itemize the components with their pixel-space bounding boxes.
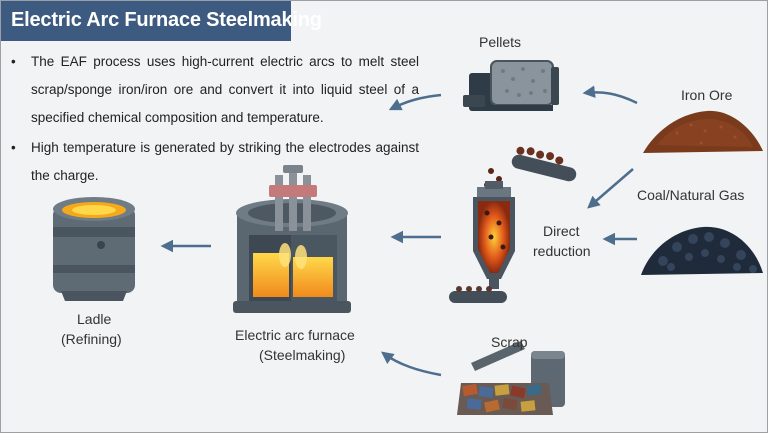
label-ladle-line2: (Refining) — [61, 331, 122, 347]
flow-arrow-icon — [587, 168, 634, 209]
label-eaf-line1: Electric arc furnace — [235, 327, 355, 343]
flow-arrows — [160, 85, 638, 377]
bullet-item: • The EAF process uses high-current elec… — [11, 48, 421, 132]
label-ladle-line1: Ladle — [77, 311, 112, 327]
shaft-furnace-icon — [449, 146, 577, 303]
flow-arrow-icon — [380, 351, 442, 377]
bullet-item: • High temperature is generated by strik… — [11, 134, 421, 190]
label-coal-natural-gas: Coal/Natural Gas — [637, 187, 745, 203]
label-scrap: Scrap — [491, 334, 528, 350]
ladle-icon — [53, 197, 135, 301]
scrap-bin-icon — [457, 341, 565, 415]
label-direct-reduction-line2: reduction — [533, 243, 591, 259]
bullet-dot: • — [11, 140, 16, 155]
electric-arc-furnace-icon — [233, 165, 351, 313]
flow-arrow-icon — [582, 85, 638, 105]
label-iron-ore: Iron Ore — [681, 87, 733, 103]
bullet-text: The EAF process uses high-current electr… — [31, 54, 419, 125]
label-direct-reduction-line1: Direct — [543, 223, 580, 239]
bullet-text: High temperature is generated by strikin… — [31, 140, 419, 183]
slide-title: Electric Arc Furnace Steelmaking — [11, 9, 322, 31]
title-bar: Electric Arc Furnace Steelmaking — [1, 1, 322, 41]
label-eaf-line2: (Steelmaking) — [259, 347, 346, 363]
bullet-dot: • — [11, 54, 16, 69]
conveyor-top — [511, 146, 577, 182]
iron-ore-pile-icon — [643, 110, 763, 153]
pelletizer-icon — [463, 60, 559, 111]
coal-pile-icon — [641, 226, 763, 275]
label-pellets: Pellets — [479, 34, 522, 50]
flow-arrow-icon — [388, 93, 442, 111]
